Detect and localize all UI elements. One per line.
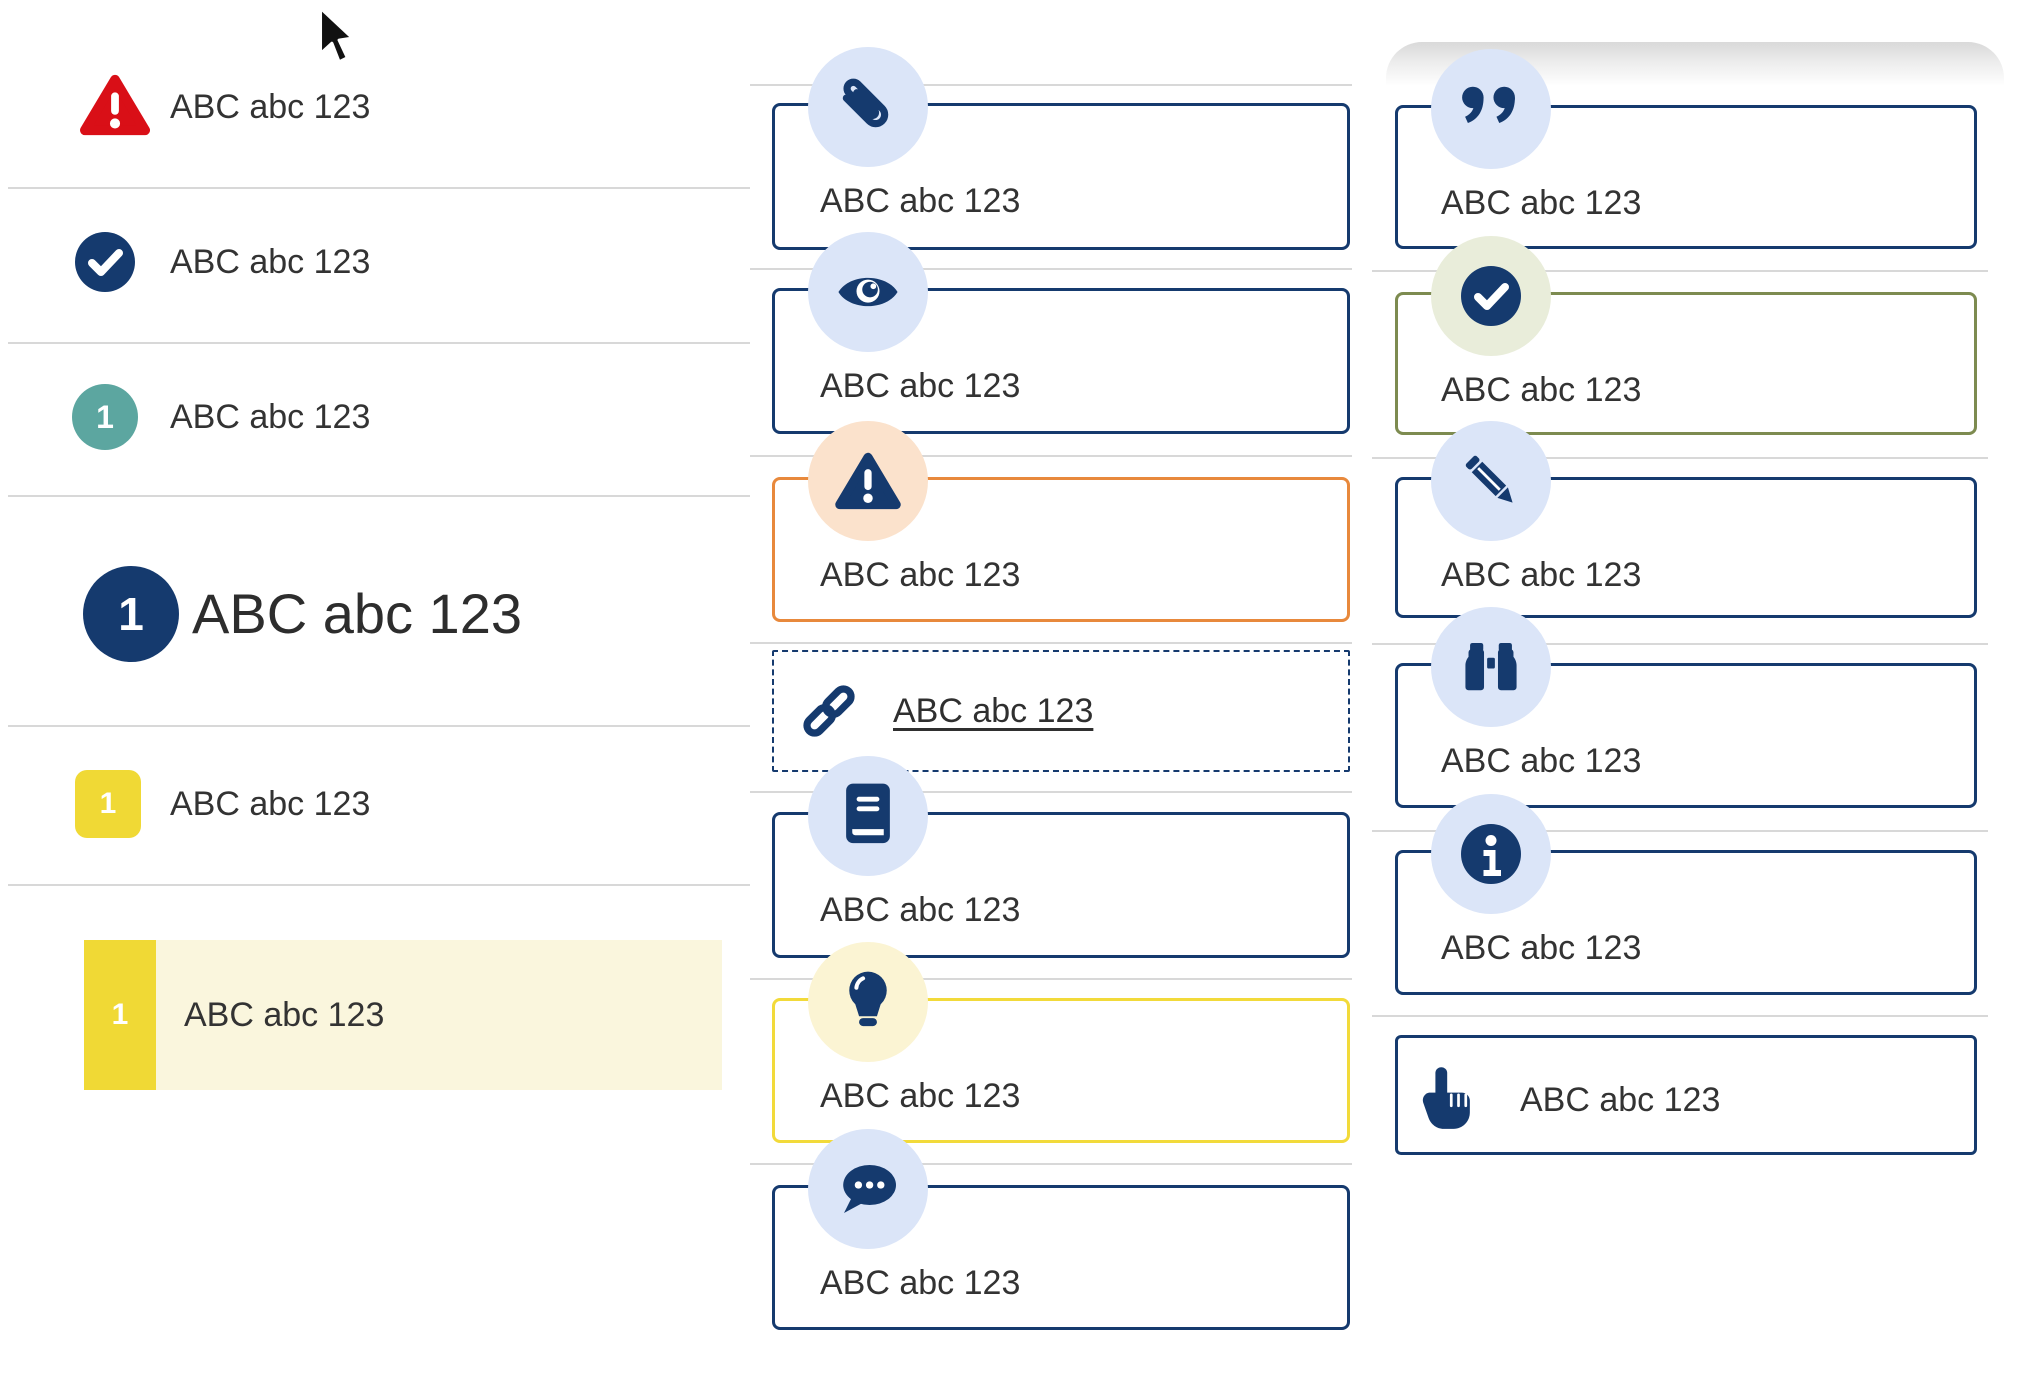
paperclip-icon	[808, 47, 928, 167]
quote-icon	[1431, 49, 1551, 169]
callout-label: ABC abc 123	[820, 891, 1021, 929]
number-badge-yellow: 1	[84, 940, 156, 1090]
divider	[8, 187, 750, 189]
warning-triangle-icon	[808, 421, 928, 541]
number-badge-navy-large: 1	[83, 566, 179, 662]
divider	[8, 495, 750, 497]
divider	[1372, 1015, 1988, 1017]
mouse-cursor	[316, 6, 356, 66]
callout-box-info: ABC abc 123	[1395, 850, 1977, 995]
list-item-label: ABC abc 123	[170, 398, 371, 436]
divider	[750, 455, 1352, 457]
hand-pointer-icon	[1420, 1064, 1478, 1132]
check-circle-icon	[1431, 236, 1551, 356]
callout-box-success: ABC abc 123	[1395, 292, 1977, 435]
callout-label: ABC abc 123	[1441, 929, 1642, 967]
chat-bubble-icon	[808, 1129, 928, 1249]
divider	[1372, 830, 1988, 832]
divider	[750, 268, 1352, 270]
number-badge-teal: 1	[72, 384, 138, 450]
divider	[750, 84, 1352, 86]
number-badge-yellow: 1	[75, 770, 141, 838]
divider	[750, 791, 1352, 793]
callout-link[interactable]: ABC abc 123	[893, 691, 1094, 730]
list-item-label: ABC abc 123	[170, 243, 371, 281]
callout-label: ABC abc 123	[820, 367, 1021, 405]
divider	[750, 642, 1352, 644]
heading-label: ABC abc 123	[192, 582, 522, 645]
callout-box-interaction: ABC abc 123	[1395, 1035, 1977, 1155]
divider	[8, 725, 750, 727]
lightbulb-icon	[808, 942, 928, 1062]
binoculars-icon	[1431, 607, 1551, 727]
eye-icon	[808, 232, 928, 352]
divider	[1372, 643, 1988, 645]
divider	[1372, 270, 1988, 272]
callout-label: ABC abc 123	[1441, 371, 1642, 409]
callout-box-reference: ABC abc 123	[772, 812, 1350, 958]
link-icon	[797, 679, 861, 743]
info-circle-icon	[1431, 794, 1551, 914]
warning-triangle-icon	[80, 72, 150, 138]
divider	[8, 884, 750, 886]
callout-box-warning: ABC abc 123	[772, 477, 1350, 622]
check-circle-icon	[75, 232, 135, 292]
list-item-highlighted[interactable]: 1 ABC abc 123	[84, 940, 722, 1090]
callout-label: ABC abc 123	[1441, 742, 1642, 780]
callout-label: ABC abc 123	[1520, 1081, 1721, 1119]
callout-label: ABC abc 123	[820, 182, 1021, 220]
list-item-label: ABC abc 123	[170, 88, 371, 126]
callout-label: ABC abc 123	[820, 1264, 1021, 1302]
divider	[750, 978, 1352, 980]
divider	[750, 1163, 1352, 1165]
callout-label: ABC abc 123	[820, 1077, 1021, 1115]
divider	[1372, 457, 1988, 459]
callout-label: ABC abc 123	[820, 556, 1021, 594]
pencil-icon	[1431, 421, 1551, 541]
callout-box-link[interactable]: ABC abc 123	[772, 650, 1350, 772]
divider	[8, 342, 750, 344]
callout-label: ABC abc 123	[1441, 184, 1642, 222]
book-icon	[808, 756, 928, 876]
callout-label: ABC abc 123	[1441, 556, 1642, 594]
list-item-label: ABC abc 123	[184, 996, 385, 1034]
list-item-label: ABC abc 123	[170, 785, 371, 823]
